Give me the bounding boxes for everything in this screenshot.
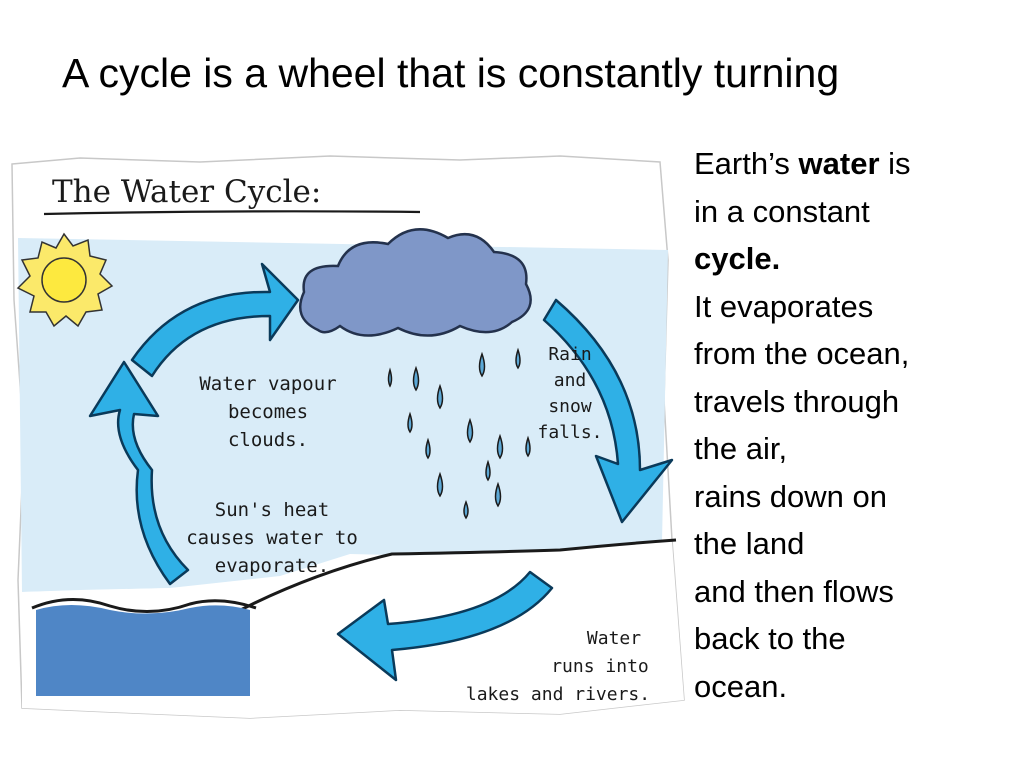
cloud-icon [299, 228, 532, 337]
raindrop-icon [494, 481, 502, 508]
raindrop-icon [463, 499, 469, 520]
description-line-1: Earth’s water is [694, 140, 994, 188]
description-line: the land [694, 526, 805, 561]
hill-line [209, 538, 677, 628]
description-line: back to the [694, 621, 846, 656]
sun-icon [16, 232, 114, 328]
raindrop-icon [496, 433, 504, 460]
description-line: rains down on [694, 478, 888, 514]
description-line-2: in a constant [694, 193, 870, 229]
label-line: evaporate. [215, 555, 329, 577]
label-line: lakes and rivers. [466, 684, 650, 705]
label-line: snow [548, 396, 592, 417]
description-line-3: cycle. [694, 235, 994, 283]
arrow-icon-runoff [336, 570, 554, 682]
slide-title: A cycle is a wheel that is constantly tu… [62, 50, 840, 96]
raindrop-icon [515, 347, 521, 370]
description-line: ocean. [694, 668, 788, 704]
label-clouds: Water vapour becomes clouds. [199, 373, 336, 451]
raindrop-icon [425, 437, 431, 460]
water-cycle-diagram: The Water Cycle: Water vapour [11, 155, 685, 719]
label-line: becomes [228, 401, 308, 423]
label-evaporate: Sun's heat causes water to evaporate. [186, 499, 358, 577]
label-line: falls. [537, 422, 602, 443]
raindrop-icon [466, 417, 474, 444]
label-line: runs into [551, 656, 649, 677]
arrow-icon-precipitation [542, 298, 674, 524]
description-line: and then flows [694, 573, 894, 609]
raindrop-icon [485, 459, 491, 482]
raindrop-icon [436, 471, 444, 498]
raindrop-icon [407, 411, 413, 434]
label-runoff: Water runs into lakes and rivers. [466, 628, 650, 705]
ocean-wave [31, 598, 257, 613]
label-line: Water [587, 628, 641, 649]
label-line: causes water to [186, 527, 358, 549]
description-bold-water: water [798, 146, 880, 181]
description-line: the air, [694, 431, 788, 466]
description-line: It evaporates [694, 288, 874, 324]
title-underline [43, 210, 421, 216]
raindrop-icon [412, 365, 420, 392]
arrows [88, 262, 674, 682]
description-text: Earth’s water is in a constant cycle. It… [694, 140, 994, 710]
label-line: Water vapour [199, 373, 336, 395]
description-text-fragment: is [879, 146, 911, 181]
label-line: Sun's heat [215, 499, 329, 521]
raindrop-icon [387, 367, 393, 388]
label-rain: Rain and snow falls. [537, 344, 602, 443]
label-line: clouds. [228, 429, 308, 451]
diagram-title: The Water Cycle: [52, 174, 321, 210]
ocean [36, 605, 250, 696]
description-line: from the ocean, [694, 336, 910, 371]
raindrops [387, 347, 531, 520]
raindrop-icon [525, 435, 531, 458]
arrow-icon-condensation [130, 262, 300, 378]
description-bold-cycle: cycle. [694, 241, 781, 276]
label-line: and [554, 370, 587, 391]
raindrop-icon [436, 383, 444, 410]
description-text-fragment: Earth’s [694, 146, 799, 181]
raindrop-icon [478, 351, 486, 378]
arrow-icon-evaporation [88, 360, 190, 586]
label-line: Rain [548, 344, 591, 365]
description-line: travels through [694, 383, 900, 419]
